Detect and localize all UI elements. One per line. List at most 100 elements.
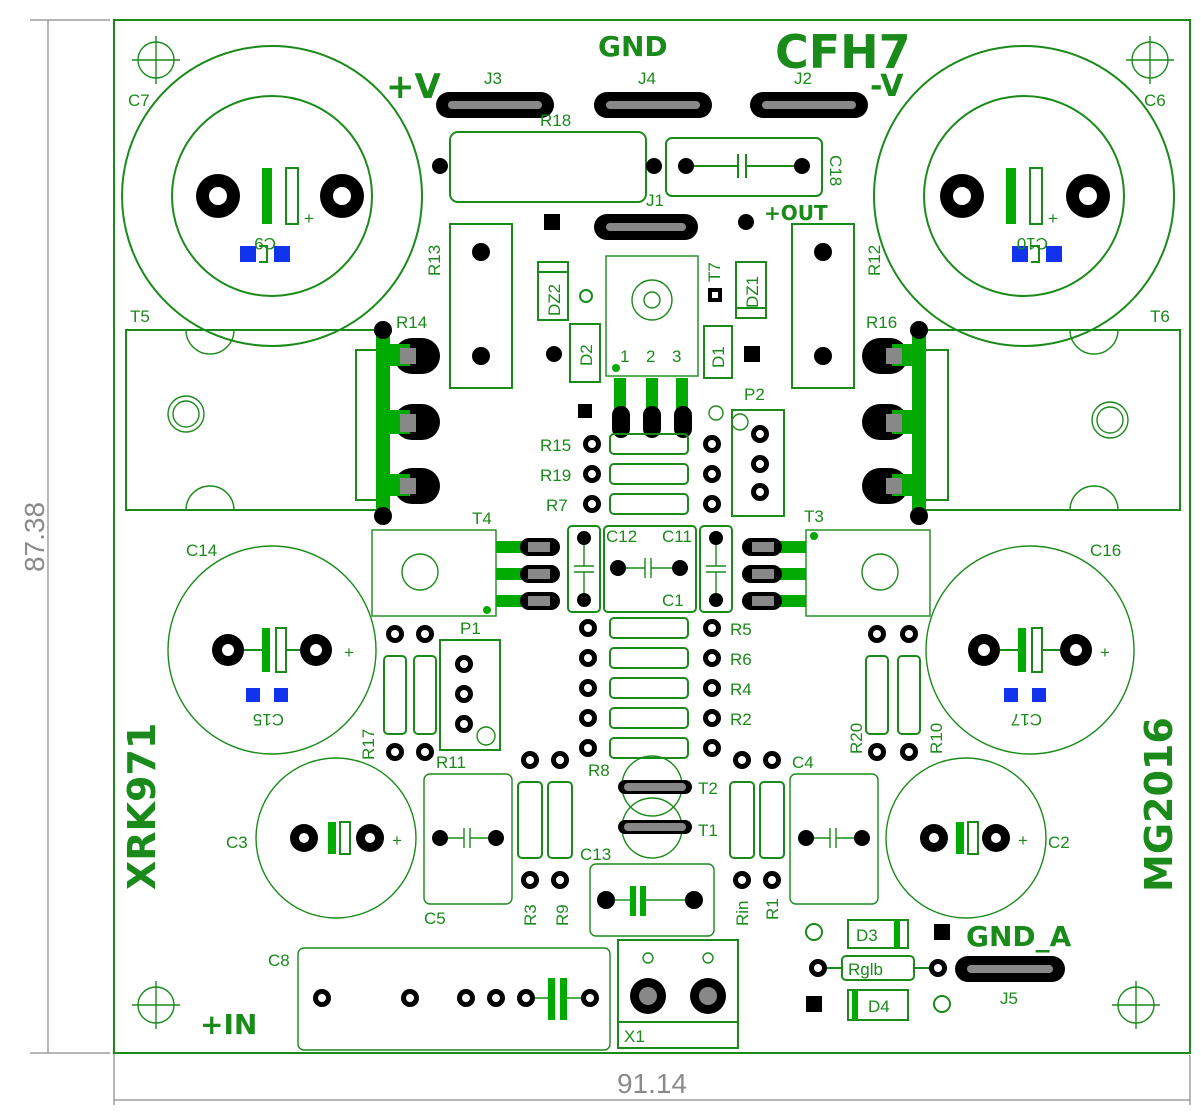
- d4-label: D4: [868, 997, 890, 1016]
- jumper-j2: [750, 92, 868, 118]
- resistor-r7: [583, 493, 721, 515]
- diode-d1-body: [703, 325, 733, 379]
- resistor-r20: [865, 625, 889, 761]
- p2-label: P2: [744, 385, 765, 404]
- resistor-r2: [579, 707, 721, 729]
- capacitor-c4: [789, 773, 879, 905]
- mounting-holes: [132, 36, 1174, 1029]
- r20-label: R20: [847, 723, 866, 754]
- resistor-r18-body: [449, 131, 647, 203]
- r19-label: R19: [540, 466, 571, 485]
- transistor-t5: [125, 321, 440, 525]
- c15-label: C15: [253, 710, 284, 729]
- c18-pad: [678, 158, 694, 174]
- c11-label: C11: [662, 527, 692, 546]
- diode-d4: [847, 989, 909, 1021]
- transistor-t2: [618, 755, 692, 817]
- xrk971-label: XRK971: [120, 723, 164, 890]
- resistor-r10: [897, 625, 921, 761]
- t4-label: T4: [472, 509, 492, 528]
- c5-label: C5: [424, 909, 446, 928]
- mg2016-label: MG2016: [1137, 717, 1181, 892]
- capacitor-c2: +: [885, 757, 1047, 919]
- jumper-j5: [955, 956, 1065, 982]
- capacitor-c18-body: [665, 137, 823, 197]
- r15-label: R15: [540, 436, 571, 455]
- c4-label: C4: [792, 753, 814, 772]
- jumper-j4: [594, 92, 712, 118]
- r3-label: R3: [521, 904, 540, 926]
- diode-d3: [847, 919, 909, 949]
- t7-pads: [578, 404, 724, 438]
- r7-label: R7: [546, 496, 568, 515]
- transistor-t4: [371, 529, 560, 617]
- r11-label: R11: [436, 753, 466, 772]
- r5-label: R5: [730, 620, 752, 639]
- t7-pin3: 3: [672, 347, 681, 366]
- terminal-x1: [617, 939, 739, 1049]
- t1-label: T1: [698, 821, 718, 840]
- t7-label: T7: [705, 262, 724, 282]
- r2-label: R2: [730, 710, 752, 729]
- r18-label: R18: [540, 111, 571, 130]
- resistor-r15: [583, 433, 721, 455]
- c10-label: C10: [1017, 234, 1048, 253]
- minus-v-label: -V: [870, 69, 904, 104]
- transistor-t6: [862, 321, 1181, 525]
- c18-label: C18: [826, 155, 845, 186]
- plus-out-label: +OUT: [764, 201, 828, 225]
- pad: [738, 214, 754, 230]
- width-dimension: 91.14: [617, 1068, 687, 1099]
- d2-label: D2: [577, 344, 596, 366]
- d3-label: D3: [856, 926, 878, 945]
- c14-label: C14: [186, 541, 217, 560]
- t5-label: T5: [130, 307, 150, 326]
- capacitor-c13: [589, 863, 715, 937]
- t3-label: T3: [804, 507, 824, 526]
- r17-label: R17: [359, 729, 378, 760]
- svg-text:+: +: [392, 831, 402, 850]
- c18-symbol: [694, 154, 794, 178]
- resistor-rglb: [809, 955, 947, 981]
- resistor-r12-body: [791, 223, 855, 389]
- capacitor-c8: [297, 947, 611, 1051]
- resistor-r4: [579, 677, 721, 699]
- r1-label: R1: [763, 898, 782, 920]
- diode-d2-body: [569, 323, 601, 383]
- c1-label: C1: [662, 591, 684, 610]
- j5-label: J5: [1000, 989, 1018, 1008]
- r18-pad: [432, 158, 448, 174]
- svg-text:+: +: [1100, 643, 1110, 662]
- plus-v-label: +V: [386, 67, 441, 107]
- svg-text:+: +: [344, 643, 354, 662]
- c6-label: C6: [1144, 91, 1166, 110]
- resistor-r13-body: [449, 223, 513, 389]
- r13-label: R13: [425, 245, 444, 276]
- capacitor-right-small: [699, 525, 733, 613]
- transistor-t3: [742, 529, 931, 617]
- resistor-r3: [517, 751, 543, 889]
- connector-p2: [731, 409, 785, 517]
- r16-label: R16: [866, 313, 897, 332]
- c8-label: C8: [268, 951, 290, 970]
- c9-label: C9: [254, 234, 276, 253]
- c12-label: C12: [606, 527, 637, 546]
- d3-pad: [805, 923, 823, 941]
- rin-label: Rin: [733, 900, 752, 926]
- jumper-j3: [436, 92, 554, 118]
- diode-dz1-body: [735, 261, 767, 319]
- transistor-t1: [618, 797, 692, 859]
- j2-label: J2: [794, 69, 812, 88]
- rglb-label: Rglb: [848, 960, 883, 979]
- r4-label: R4: [730, 680, 752, 699]
- capacitor-left-small: [567, 525, 601, 613]
- c3-label: C3: [226, 833, 248, 852]
- resistor-r9: [547, 751, 573, 889]
- resistor-r19: [583, 463, 721, 485]
- dz2-label: DZ2: [545, 284, 564, 316]
- jumper-j1: [594, 214, 698, 240]
- board-title: CFH7: [775, 25, 911, 79]
- resistor-r8: [579, 737, 721, 759]
- capacitor-c14: +: [167, 545, 377, 755]
- svg-text:+: +: [304, 209, 314, 228]
